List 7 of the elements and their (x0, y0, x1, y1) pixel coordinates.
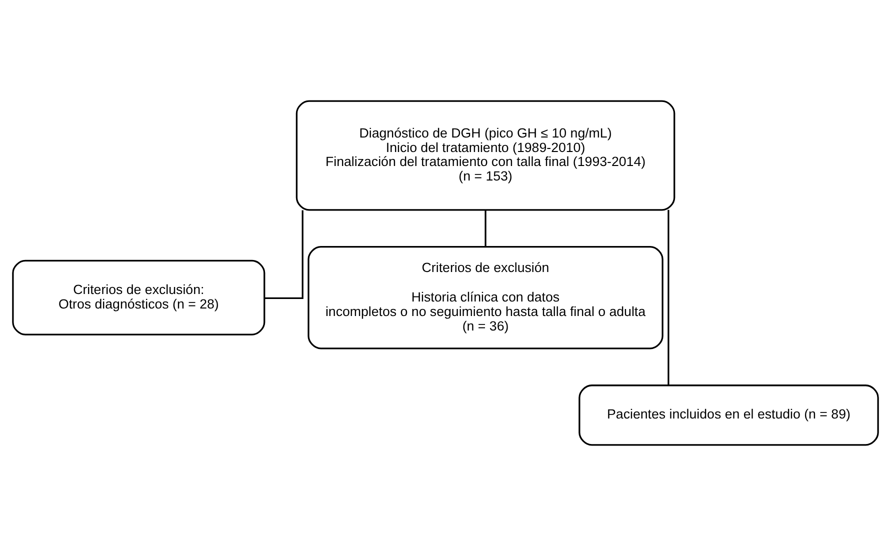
node-box: Diagnóstico de DGH (pico GH ≤ 10 ng/mL) Inicio del tratamiento (1989-2010) Finalización del tratamiento con talla final (1993-2014) (n = 153) (296, 100, 676, 210)
node-box: Criterios de exclusión Historia clínica con datos incompletos o no seguimiento hasta talla final o adulta (n = 36) (308, 246, 664, 349)
node-box: Criterios de exclusión: Otros diagnósticos (n = 28) (12, 259, 266, 335)
node-box: Pacientes incluidos en el estudio (n = 89) (578, 384, 879, 446)
connector (484, 210, 486, 246)
connector (668, 209, 670, 385)
connector (264, 210, 304, 298)
